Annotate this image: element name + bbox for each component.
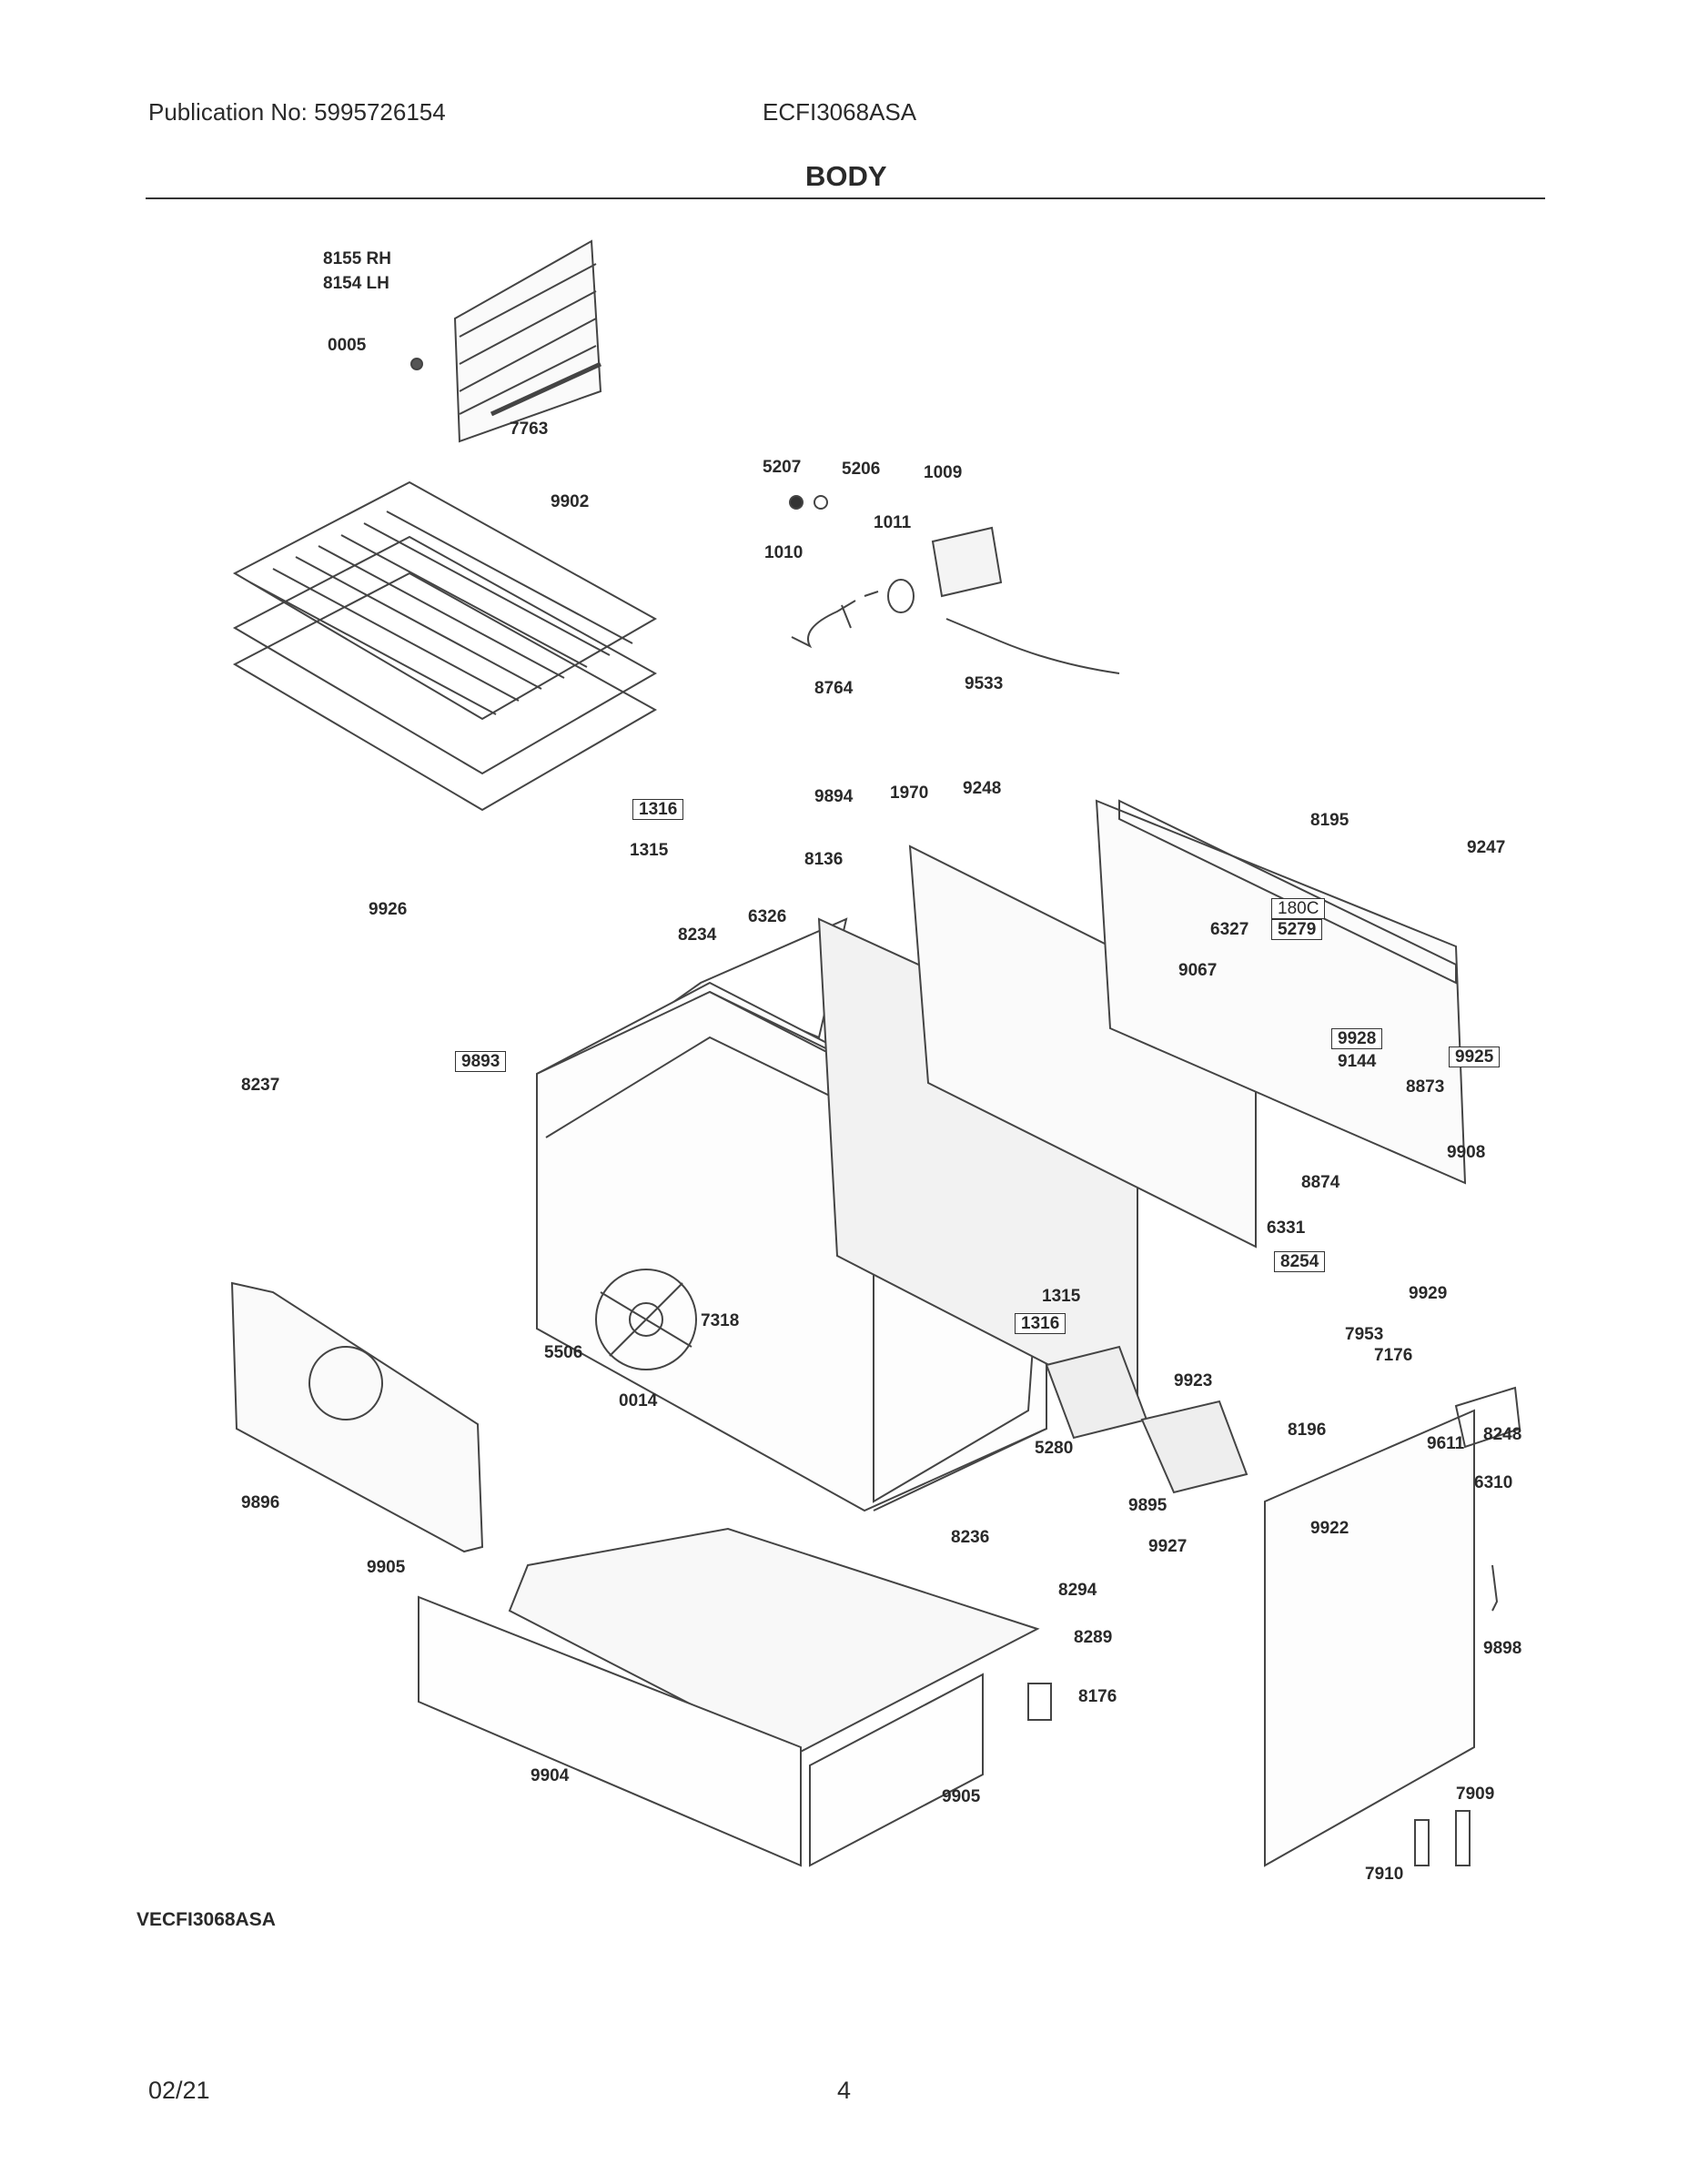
sensor-parts-drawing <box>789 495 1120 674</box>
part-label-8294: 8294 <box>1058 1581 1097 1600</box>
part-label-8236: 8236 <box>951 1528 990 1547</box>
part-label-9902: 9902 <box>551 492 590 511</box>
convection-panel-drawing <box>230 1281 484 1553</box>
part-label-9896: 9896 <box>241 1493 280 1512</box>
part-label-9144: 9144 <box>1338 1052 1377 1071</box>
part-label-9893: 9893 <box>455 1051 507 1072</box>
oven-rack-drawing <box>232 480 658 812</box>
page-number: 4 <box>837 2077 852 2104</box>
rack-support-drawing <box>410 239 602 443</box>
part-label-7909: 7909 <box>1456 1785 1495 1804</box>
part-label-9928: 9928 <box>1331 1028 1383 1049</box>
part-label-7763: 7763 <box>510 420 549 439</box>
insulation-panels-drawing <box>817 799 1467 1412</box>
part-label-7910: 7910 <box>1365 1865 1404 1884</box>
part-label-9611: 9611 <box>1427 1434 1465 1453</box>
part-label-5207: 5207 <box>763 458 802 477</box>
part-label-8136: 8136 <box>804 850 844 869</box>
part-label-8196: 8196 <box>1288 1421 1327 1440</box>
part-label-1315-top: 1315 <box>630 841 669 860</box>
part-label-9905-left: 9905 <box>367 1558 406 1577</box>
part-label-9923: 9923 <box>1174 1371 1213 1390</box>
part-label-1316-bottom: 1316 <box>1015 1313 1066 1334</box>
part-label-8248: 8248 <box>1483 1425 1522 1444</box>
side-panel-drawing <box>1264 1386 1521 1867</box>
part-label-8874: 8874 <box>1301 1173 1340 1192</box>
part-label-8154: 8154 LH <box>323 274 389 293</box>
part-label-8764: 8764 <box>814 679 854 698</box>
part-label-0014: 0014 <box>619 1391 658 1410</box>
part-label-9926: 9926 <box>369 900 408 919</box>
part-label-1011: 1011 <box>874 513 912 532</box>
part-label-6331: 6331 <box>1267 1218 1306 1238</box>
part-label-8195: 8195 <box>1310 811 1349 830</box>
part-label-8237: 8237 <box>241 1076 280 1095</box>
part-label-8873: 8873 <box>1406 1077 1445 1097</box>
part-label-8234: 8234 <box>678 925 717 945</box>
page-title: BODY <box>805 160 887 192</box>
filler-blocks-drawing <box>1045 1345 1248 1494</box>
part-label-1316-top: 1316 <box>632 799 684 820</box>
part-label-6327: 6327 <box>1210 920 1249 939</box>
part-label-7176: 7176 <box>1374 1346 1413 1365</box>
part-label-7318: 7318 <box>701 1311 740 1330</box>
part-label-9905-right: 9905 <box>942 1787 981 1806</box>
variant-code: VECFI3068ASA <box>136 1909 276 1930</box>
part-label-5506: 5506 <box>544 1343 583 1362</box>
part-label-9248: 9248 <box>963 779 1002 798</box>
part-label-8176: 8176 <box>1078 1687 1117 1706</box>
part-label-9929: 9929 <box>1409 1284 1448 1303</box>
part-label-1315-bottom: 1315 <box>1042 1287 1081 1306</box>
part-label-9533: 9533 <box>965 674 1004 693</box>
part-label-9908: 9908 <box>1447 1143 1486 1162</box>
part-label-5206: 5206 <box>842 460 881 479</box>
part-label-1010: 1010 <box>764 543 804 562</box>
model-number: ECFI3068ASA <box>763 98 917 126</box>
part-label-6326: 6326 <box>748 907 787 926</box>
bottom-tray-drawing <box>418 1527 1052 1867</box>
part-label-9895: 9895 <box>1128 1496 1167 1515</box>
part-label-8155: 8155 RH <box>323 249 391 268</box>
part-label-0005: 0005 <box>328 336 367 355</box>
part-label-9067: 9067 <box>1178 961 1218 980</box>
part-label-5279: 5279 <box>1271 919 1323 940</box>
part-label-8289: 8289 <box>1074 1628 1113 1647</box>
part-label-9904: 9904 <box>531 1766 570 1785</box>
part-label-9247: 9247 <box>1467 838 1506 857</box>
part-label-8254: 8254 <box>1274 1251 1326 1272</box>
publication-number: Publication No: 5995726154 <box>148 98 446 126</box>
part-label-9927: 9927 <box>1148 1537 1188 1556</box>
brackets-drawing <box>1414 1564 1499 1866</box>
part-label-1009: 1009 <box>924 463 963 482</box>
part-label-9925: 9925 <box>1449 1046 1501 1067</box>
part-label-5280: 5280 <box>1035 1439 1074 1458</box>
part-label-1970: 1970 <box>890 784 929 803</box>
header-rule <box>146 197 1545 199</box>
part-label-9922: 9922 <box>1310 1519 1349 1538</box>
part-label-7953: 7953 <box>1345 1325 1384 1344</box>
part-label-180c: 180C <box>1271 898 1326 919</box>
part-label-9894: 9894 <box>814 787 854 806</box>
publication-date: 02/21 <box>148 2077 210 2104</box>
part-label-9898: 9898 <box>1483 1639 1522 1658</box>
part-label-6310: 6310 <box>1474 1473 1513 1492</box>
